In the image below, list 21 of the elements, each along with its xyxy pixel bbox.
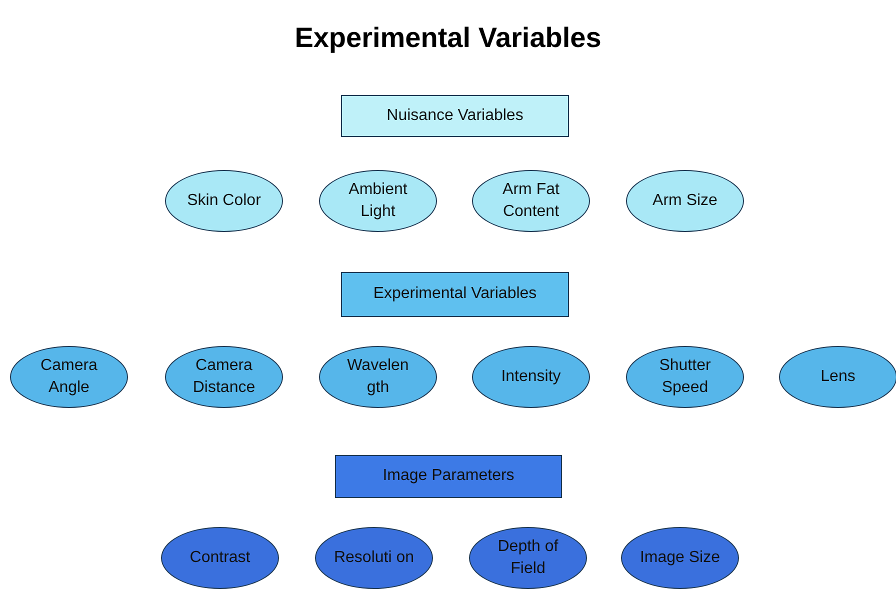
- node-label: Camera Angle: [40, 356, 98, 398]
- node-label: Experimental Variables: [373, 284, 537, 304]
- node-label: Arm Size: [652, 190, 718, 211]
- node-label: Camera Distance: [192, 356, 256, 398]
- title: Experimental Variables: [294, 22, 602, 54]
- node-label: Nuisance Variables: [386, 106, 524, 126]
- category-box: [341, 272, 569, 317]
- node-label: Intensity: [501, 366, 561, 387]
- node-label: Resoluti on: [334, 548, 414, 568]
- category-box: [341, 95, 569, 137]
- node-label: Image Size: [640, 548, 720, 568]
- node-label: Arm Fat Content: [502, 180, 560, 222]
- node-label: Depth of Field: [496, 536, 560, 579]
- node-label: Lens: [820, 366, 856, 387]
- node-label: Shutter Speed: [658, 356, 712, 398]
- node-label: Wavelen gth: [346, 356, 410, 398]
- node-label: Skin Color: [187, 190, 261, 211]
- category-box: [335, 455, 562, 498]
- node-label: Image Parameters: [382, 466, 514, 486]
- node-label: Contrast: [190, 548, 250, 568]
- node-label: Ambient Light: [348, 180, 408, 222]
